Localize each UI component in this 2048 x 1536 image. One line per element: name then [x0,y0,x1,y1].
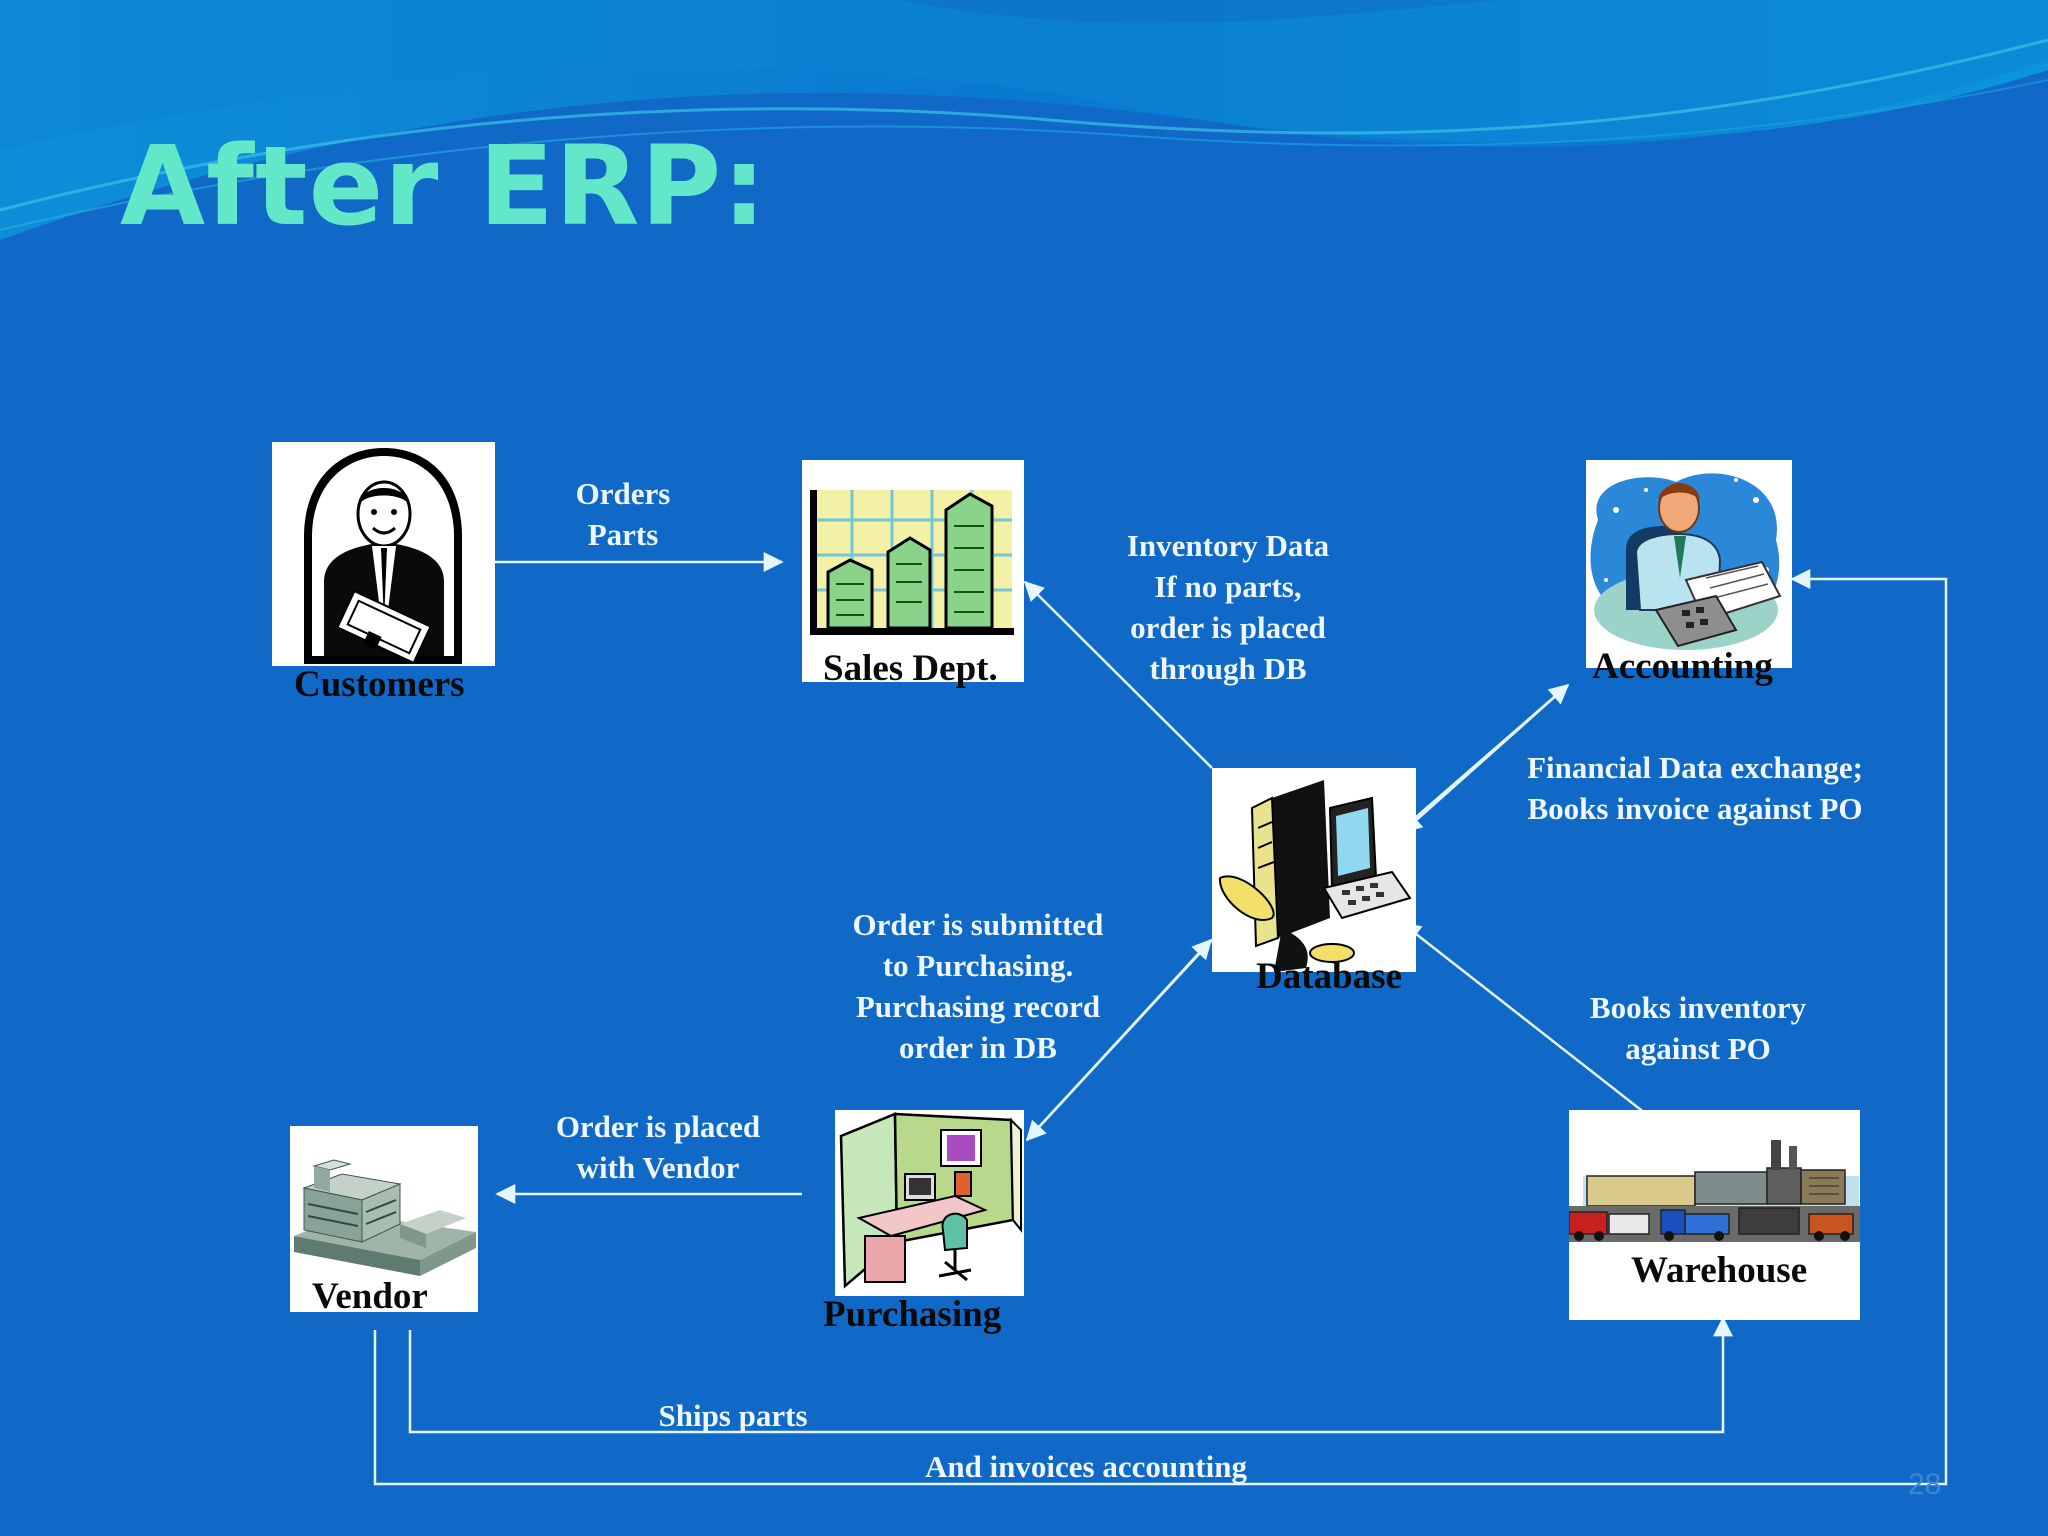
page-number: 28 [1908,1468,1942,1501]
factory-building-icon [294,1159,476,1276]
node-accounting[interactable]: Accounting [1586,460,1792,685]
computer-icon [1218,780,1412,972]
node-vendor[interactable]: Vendor [290,1126,478,1317]
arrow-purchasing-to-database [1026,938,1213,1141]
edge-label-financial-data: Financial Data exchange; Books invoice a… [1527,750,1863,826]
node-label-warehouse: Warehouse [1631,1250,1808,1291]
arrow-vendor-ships-to-warehouse [408,1316,1733,1434]
edge-label-order-submitted: Order is submitted to Purchasing. Purcha… [852,907,1104,1065]
accountant-icon [1590,473,1782,650]
warehouse-icon [1569,1140,1860,1242]
edge-label-ships-parts: Ships parts [658,1398,808,1433]
node-label-purchasing: Purchasing [823,1294,1002,1335]
node-label-database: Database [1256,956,1402,997]
edge-label-orders-parts: Orders Parts [575,476,671,552]
node-label-accounting: Accounting [1592,646,1773,687]
node-warehouse[interactable]: Warehouse [1569,1110,1860,1320]
businessman-icon [304,448,462,665]
office-cubicle-icon [839,1112,1022,1289]
arrow-accounting-to-database [1401,684,1569,834]
node-database[interactable]: Database [1212,768,1416,995]
node-label-customers: Customers [294,664,465,705]
node-customers[interactable]: Customers [272,442,495,703]
edge-label-order-vendor: Order is placed with Vendor [555,1109,761,1185]
arrow-vendor-invoices-accounting [373,569,1948,1486]
edge-label-inventory-data: Inventory Data If no parts, order is pla… [1126,528,1330,686]
edge-label-invoices-accounting: And invoices accounting [924,1449,1248,1484]
node-label-vendor: Vendor [312,1276,428,1317]
edge-label-books-inventory: Books inventory against PO [1589,990,1807,1066]
arrow-database-to-sales [1023,580,1213,769]
node-purchasing[interactable]: Purchasing [823,1110,1024,1333]
node-sales-dept[interactable]: Sales Dept. [802,460,1024,687]
node-label-sales-dept: Sales Dept. [823,648,998,689]
slide-title: After ERP: [120,122,768,250]
bar-chart-icon [810,490,1014,635]
